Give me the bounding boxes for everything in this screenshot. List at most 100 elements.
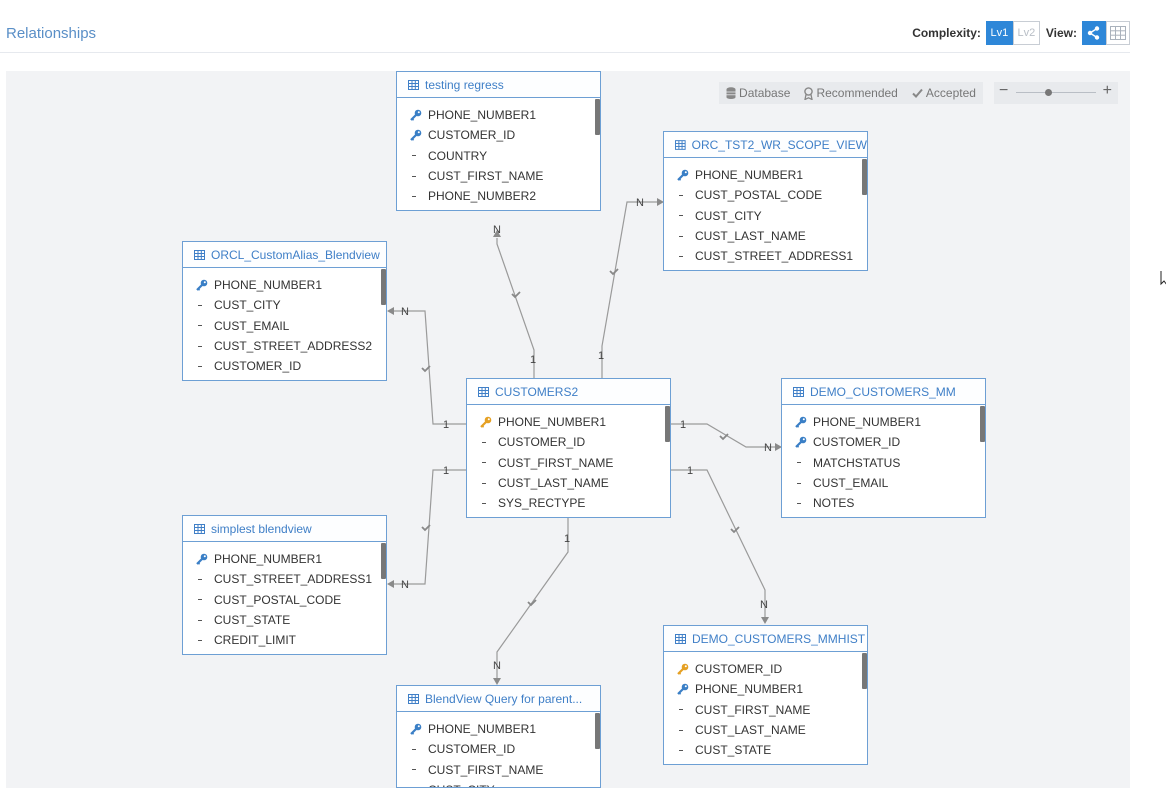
table-scrollbar[interactable] xyxy=(862,159,867,195)
column-row[interactable]: CUSTOMER_ID xyxy=(397,739,600,759)
column-name: CUST_POSTAL_CODE xyxy=(214,592,342,607)
column-row[interactable]: PHONE_NUMBER1 xyxy=(664,165,867,185)
primary-key-icon xyxy=(480,416,492,428)
zoom-in-button[interactable]: + xyxy=(1102,82,1112,99)
column-name: CUST_CITY xyxy=(214,298,281,313)
table-blendview-query[interactable]: BlendView Query for parent... PHONE_NUMBE… xyxy=(396,685,601,788)
column-row[interactable]: CUSTOMER_ID xyxy=(397,125,600,145)
column-row[interactable]: CUST_POSTAL_CODE xyxy=(664,185,867,205)
svg-text:1: 1 xyxy=(443,419,449,431)
column-row[interactable]: MATCHSTATUS xyxy=(782,453,985,473)
table-scrollbar[interactable] xyxy=(381,269,386,305)
column-row[interactable]: CUST_LAST_NAME xyxy=(397,206,600,211)
column-row[interactable]: PROPERTIES xyxy=(782,513,985,518)
link-blendview-query[interactable] xyxy=(496,518,569,680)
column-name: CUST_EMAIL xyxy=(813,476,889,491)
table-title: DEMO_CUSTOMERS_MM xyxy=(810,384,956,399)
column-row[interactable]: PHONE_NUMBER1 xyxy=(782,412,985,432)
table-scrollbar[interactable] xyxy=(862,653,867,689)
column-row[interactable]: PHONE_NUMBER2 xyxy=(664,760,867,765)
table-header[interactable]: DEMO_CUSTOMERS_MM xyxy=(782,379,985,405)
column-row[interactable]: CUST_FIRST_NAME xyxy=(397,166,600,186)
table-scrollbar[interactable] xyxy=(665,406,670,442)
link-testing-regress[interactable] xyxy=(496,238,535,378)
zoom-slider-handle[interactable] xyxy=(1044,89,1052,96)
column-row[interactable]: PHONE_NUMBER1 xyxy=(183,275,386,295)
table-header[interactable]: simplest blendview xyxy=(183,516,386,542)
column-row[interactable]: CUST_FIRST_NAME xyxy=(397,760,600,780)
column-row[interactable]: CUST_LAST_NAME xyxy=(664,720,867,740)
table-title: CUSTOMERS2 xyxy=(495,384,579,399)
legend-database[interactable]: Database xyxy=(726,86,790,100)
column-row[interactable]: CUST_STREET_ADDRESS1 xyxy=(183,569,386,589)
column-row[interactable]: CUST_CITY xyxy=(397,780,600,787)
dash-icon xyxy=(797,462,801,464)
complexity-lv1-button[interactable]: Lv1 xyxy=(985,21,1013,45)
complexity-lv2-button[interactable]: Lv2 xyxy=(1012,21,1040,45)
column-row[interactable]: CUST_STATE xyxy=(664,740,867,760)
column-row[interactable]: CUST_FIRST_NAME xyxy=(664,700,867,720)
column-row[interactable]: PHONE_NUMBER2 xyxy=(397,186,600,206)
column-row[interactable]: CUSTOMER_ID xyxy=(782,432,985,452)
column-row[interactable]: CUST_LAST_NAME xyxy=(467,473,670,493)
column-row[interactable]: CREDIT_LIMIT xyxy=(183,630,386,650)
table-header[interactable]: testing regress xyxy=(397,72,600,98)
column-row[interactable]: COUNTRY xyxy=(397,146,600,166)
column-name: PHONE_NUMBER1 xyxy=(813,415,922,430)
key-icon xyxy=(410,130,422,142)
table-header[interactable]: BlendView Query for parent... xyxy=(397,686,600,712)
accepted-check-marks xyxy=(421,268,740,607)
table-scrollbar[interactable] xyxy=(595,99,600,135)
table-header[interactable]: ORC_TST2_WR_SCOPE_VIEW xyxy=(664,132,867,158)
column-row[interactable]: CUST_POSTAL_CODE xyxy=(183,590,386,610)
table-title: simplest blendview xyxy=(211,521,312,536)
column-row[interactable]: CUSTOMER_ID xyxy=(183,356,386,376)
graph-view-button[interactable] xyxy=(1082,21,1106,45)
column-row[interactable]: CUST_CITY xyxy=(183,295,386,315)
legend-recommended[interactable]: Recommended xyxy=(804,86,898,100)
column-row[interactable]: CUST_LAST_NAME xyxy=(664,226,867,246)
legend-accepted[interactable]: Accepted xyxy=(912,86,976,100)
link-demo-customers-mmhist[interactable] xyxy=(670,469,766,620)
column-name: PHONE_NUMBER1 xyxy=(428,722,537,737)
table-header[interactable]: DEMO_CUSTOMERS_MMHIST xyxy=(664,626,867,652)
column-row[interactable]: PHONE_NUMBER1 xyxy=(397,105,600,125)
column-row[interactable]: CUSTOMER_ID xyxy=(467,432,670,452)
column-row[interactable]: PHONE_NUMBER1 xyxy=(397,719,600,739)
column-row[interactable]: CUST_STREET_ADDRESS2 xyxy=(183,336,386,356)
column-row[interactable]: NOTES xyxy=(782,493,985,513)
column-row[interactable]: CUST_FIRST_NAME xyxy=(467,453,670,473)
column-row[interactable]: CUST_STREET_ADDRESS1 xyxy=(664,246,867,266)
svg-text:N: N xyxy=(764,442,772,454)
legend-accepted-label: Accepted xyxy=(925,86,976,100)
dash-icon xyxy=(482,502,486,504)
table-scrollbar[interactable] xyxy=(595,713,600,749)
column-row[interactable]: CUSTOMER_ID xyxy=(664,659,867,679)
column-row[interactable]: PHONE_NUMBER1 xyxy=(664,679,867,699)
column-name: CUST_LAST_NAME xyxy=(498,476,609,491)
column-row[interactable]: SYS_RECTYPE xyxy=(467,493,670,513)
link-orc-tst2[interactable] xyxy=(601,201,658,378)
column-row[interactable]: CUST_EMAIL xyxy=(183,316,386,336)
column-row[interactable]: CUST_STATE xyxy=(183,610,386,630)
zoom-out-button[interactable]: − xyxy=(999,82,1009,99)
column-row[interactable]: CUST_CITY xyxy=(664,206,867,226)
table-header[interactable]: ORCL_CustomAlias_Blendview xyxy=(183,242,386,268)
table-scrollbar[interactable] xyxy=(381,543,386,579)
column-row[interactable]: CUST_EMAIL xyxy=(782,473,985,493)
table-view-button[interactable] xyxy=(1106,21,1130,45)
column-name: PHONE_NUMBER2 xyxy=(428,189,537,204)
zoom-slider-track[interactable] xyxy=(1016,92,1096,93)
column-name: PHONE_NUMBER1 xyxy=(214,552,323,567)
table-header[interactable]: CUSTOMERS2 xyxy=(467,379,670,405)
column-row[interactable]: PHONE_NUMBER1 xyxy=(183,549,386,569)
column-row[interactable]: PHONE_NUMBER1 xyxy=(467,412,670,432)
table-scrollbar[interactable] xyxy=(980,406,985,442)
